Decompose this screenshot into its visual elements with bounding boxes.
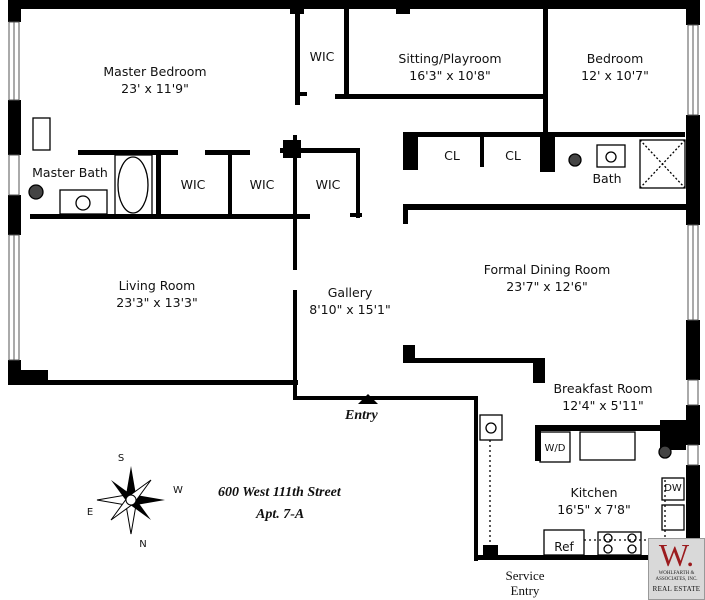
bath-label: Bath	[592, 171, 622, 186]
address-line2: Apt. 7-A	[256, 507, 305, 522]
compass-rose	[96, 466, 165, 535]
master-bath-label: Master Bath	[32, 165, 108, 180]
fixtures	[28, 117, 686, 556]
logo-name: WOHLFARTH & ASSOCIATES, INC.	[655, 571, 698, 582]
wic-label: WIC	[249, 177, 275, 192]
logo-tagline: REAL ESTATE	[652, 585, 701, 593]
compass-n: N	[139, 539, 147, 550]
closet-label: CL	[444, 148, 460, 163]
closet-label: CL	[505, 148, 521, 163]
windows	[8, 21, 699, 466]
compass-s: S	[117, 453, 125, 464]
wic-top-label: WIC	[309, 49, 335, 64]
refrigerator-label: Ref	[554, 540, 574, 554]
dishwasher-label: DW	[664, 483, 682, 494]
wic-label: WIC	[180, 177, 206, 192]
wic-label: WIC	[315, 177, 341, 192]
entry-label: Entry	[345, 408, 378, 423]
address-line1: 600 West 111th Street	[218, 485, 341, 500]
agency-logo: W. WOHLFARTH & ASSOCIATES, INC. REAL EST…	[648, 538, 705, 600]
compass-w: W	[173, 485, 183, 496]
washer-dryer-label: W/D	[544, 443, 566, 454]
compass-e: E	[86, 507, 94, 518]
entry-marker	[358, 394, 378, 404]
logo-letter: W.	[658, 537, 695, 573]
walls	[8, 0, 700, 561]
